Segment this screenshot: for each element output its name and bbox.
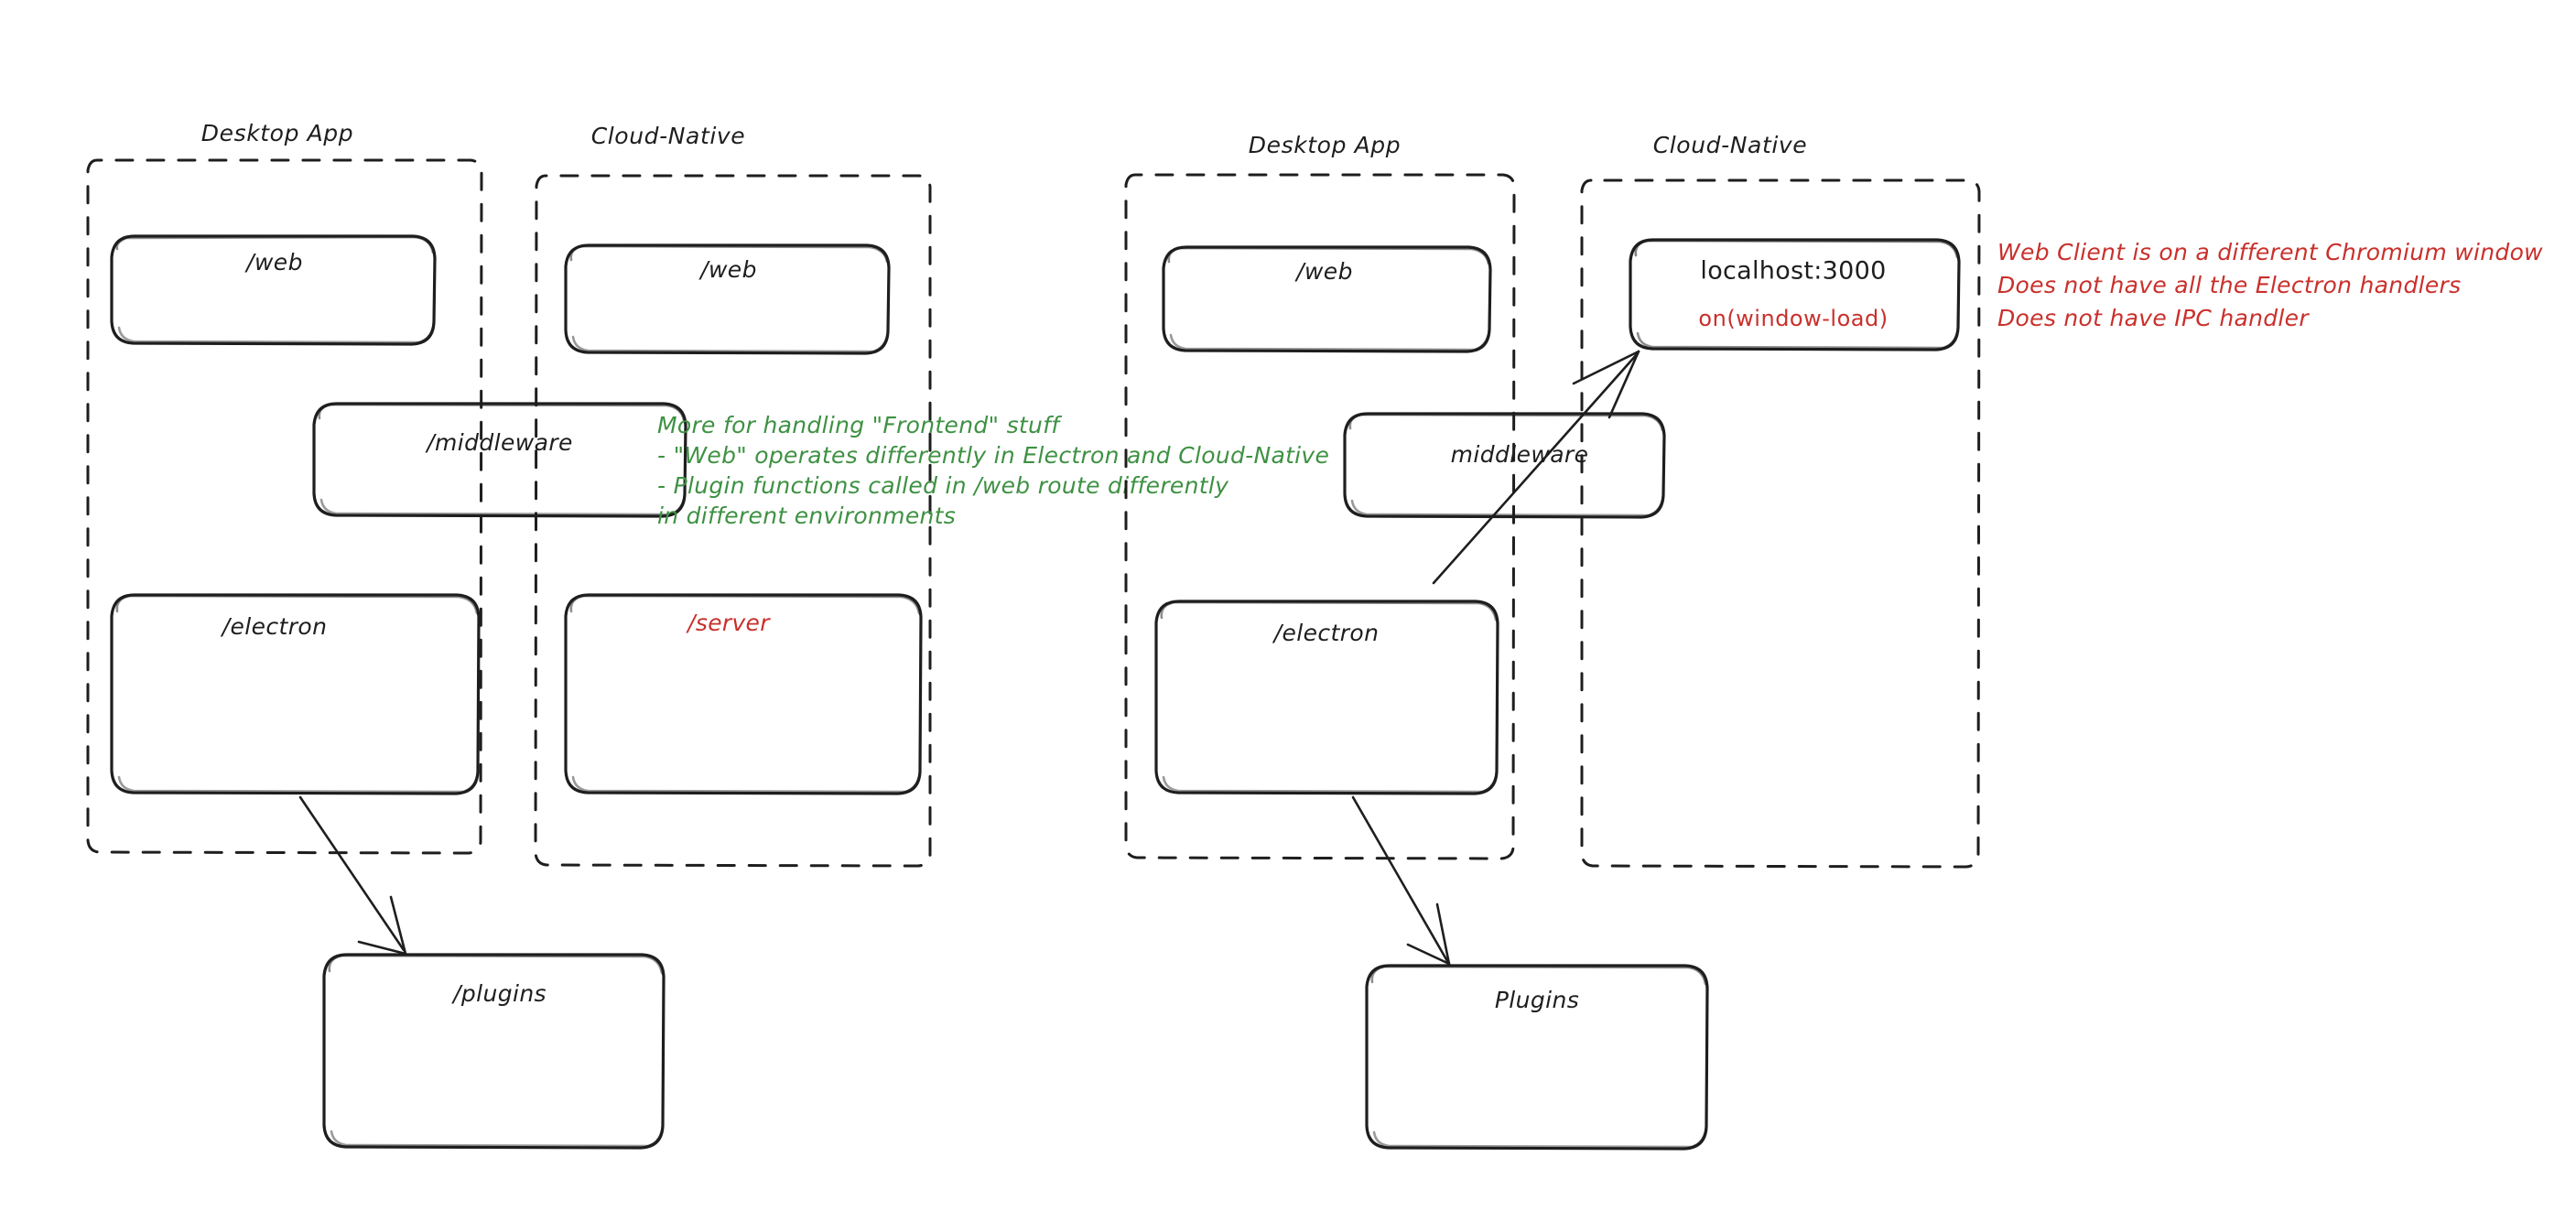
- annotation-green-line-0: More for handling "Frontend" stuff: [657, 412, 1062, 438]
- node-right-desktop-web[interactable]: /web: [1162, 245, 1492, 353]
- edge-left-electron-to-plugins: [298, 795, 407, 956]
- annotation-red-line-2: Does not have IPC handler: [1997, 305, 2310, 331]
- node-left-cloud-web-label: /web: [698, 256, 757, 283]
- group-left-desktop-app[interactable]: [86, 158, 483, 855]
- node-left-electron-label: /electron: [221, 613, 328, 640]
- annotation-green-left: More for handling "Frontend" stuff - "We…: [657, 412, 1329, 529]
- node-right-localhost-sublabel: on(window-load): [1698, 306, 1888, 331]
- node-right-desktop-web-label: /web: [1294, 258, 1353, 285]
- node-right-localhost[interactable]: localhost:3000 on(window-load): [1629, 238, 1961, 351]
- node-right-electron-label: /electron: [1272, 620, 1380, 646]
- node-right-electron[interactable]: /electron: [1154, 600, 1499, 795]
- node-left-electron[interactable]: /electron: [110, 593, 481, 795]
- label-right-desktop-app: Desktop App: [1249, 132, 1402, 158]
- node-left-middleware[interactable]: /middleware: [312, 402, 687, 518]
- node-left-cloud-web[interactable]: /web: [564, 243, 891, 355]
- node-right-localhost-label: localhost:3000: [1700, 257, 1886, 286]
- annotation-red-line-0: Web Client is on a different Chromium wi…: [1997, 239, 2543, 265]
- node-left-plugins-label: /plugins: [451, 980, 547, 1007]
- group-right-desktop-app[interactable]: [1124, 173, 1516, 860]
- label-left-desktop-app: Desktop App: [201, 120, 354, 146]
- edge-right-electron-to-localhost: [1432, 350, 1640, 585]
- node-left-server[interactable]: /server: [564, 593, 923, 795]
- annotation-green-line-1: - "Web" operates differently in Electron…: [657, 442, 1329, 469]
- node-left-server-label: /server: [686, 610, 771, 636]
- annotation-red-right: Web Client is on a different Chromium wi…: [1997, 239, 2543, 331]
- annotation-green-line-2: - Plugin functions called in /web route …: [657, 472, 1229, 499]
- label-left-cloud-native: Cloud-Native: [591, 123, 746, 149]
- node-right-middleware[interactable]: middleware: [1343, 412, 1666, 519]
- group-right-cloud-native[interactable]: [1580, 178, 1981, 869]
- node-left-desktop-web-label: /web: [244, 249, 303, 276]
- node-right-plugins[interactable]: Plugins: [1365, 964, 1709, 1151]
- node-left-plugins[interactable]: /plugins: [322, 953, 666, 1150]
- annotation-green-line-3: in different environments: [657, 503, 956, 529]
- node-right-plugins-label: Plugins: [1495, 987, 1579, 1013]
- node-right-middleware-label: middleware: [1451, 441, 1589, 468]
- node-left-middleware-label: /middleware: [425, 429, 573, 456]
- node-left-desktop-web[interactable]: /web: [110, 234, 437, 346]
- label-right-cloud-native: Cloud-Native: [1653, 132, 1808, 158]
- group-left-cloud-native[interactable]: [534, 174, 932, 868]
- annotation-red-line-1: Does not have all the Electron handlers: [1997, 272, 2461, 298]
- edge-right-electron-to-plugins: [1351, 795, 1451, 966]
